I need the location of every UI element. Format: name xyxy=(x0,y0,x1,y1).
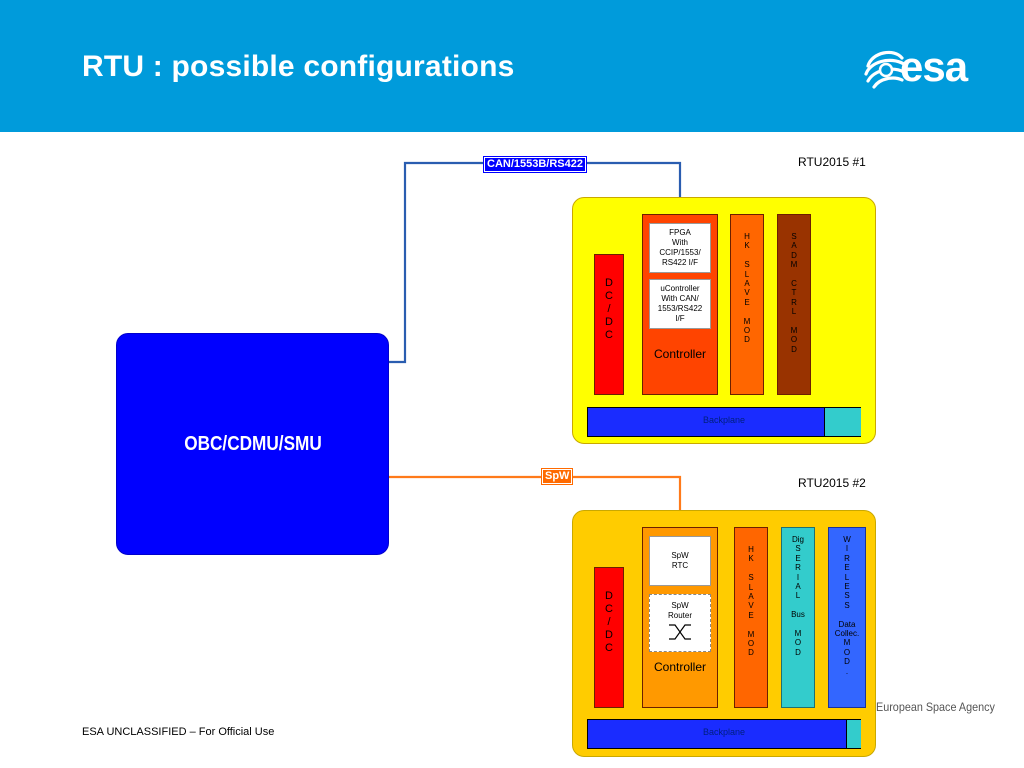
rtu2-controller-label: Controller xyxy=(653,660,707,674)
footer-agency: European Space Agency xyxy=(876,700,995,714)
rtu2-wireless-label: W I R E L E S S Data Collec. M O D . xyxy=(834,535,860,676)
spw-router-line-2: Router xyxy=(667,611,692,620)
rtu2-wireless-module: W I R E L E S S Data Collec. M O D . xyxy=(828,527,866,708)
rtu2-serial-bus-module: Dig S E R I A L Bus M O D xyxy=(781,527,815,708)
rtu1-dcdc-label: D C / D C xyxy=(605,277,613,341)
rtu2-hk-slave-module: H K S L A V E M O D xyxy=(734,527,768,708)
rtu1-backplane: Backplane xyxy=(587,407,861,437)
rtu2-serial-label: Dig S E R I A L Bus M O D xyxy=(791,535,805,657)
fpga-line-4: RS422 I/F xyxy=(661,258,698,267)
ucontroller-line-1: uController xyxy=(660,284,700,293)
ucontroller-line-3: 1553/RS422 xyxy=(657,304,703,313)
spw-rtc-line-2: RTC xyxy=(671,561,689,570)
rtu2-backplane-end xyxy=(846,720,861,748)
rtu2-hk-label: H K S L A V E M O D xyxy=(747,545,755,658)
can-bus-label: CAN/1553B/RS422 xyxy=(483,156,587,173)
spw-router-line-1: SpW xyxy=(671,601,689,610)
fpga-line-2: With xyxy=(672,238,688,247)
fpga-line-3: CCIP/1553/ xyxy=(659,248,701,257)
rtu2-dcdc-module: D C / D C xyxy=(594,567,624,708)
ucontroller-line-2: With CAN/ xyxy=(661,294,699,303)
esa-wordmark: esa xyxy=(900,43,968,90)
rtu2-spw-router-box: SpW Router xyxy=(649,594,711,652)
rtu2-backplane-label: Backplane xyxy=(702,727,746,737)
rtu1-sadm-ctrl-module: S A D M C T R L M O D xyxy=(777,214,811,395)
footer-classification: ESA UNCLASSIFIED – For Official Use xyxy=(82,726,275,738)
spw-rtc-line-1: SpW xyxy=(671,551,689,560)
esa-globe-icon xyxy=(864,50,906,89)
obc-cdmu-smu-block: OBC/CDMU/SMU xyxy=(116,333,389,555)
esa-logo: esa xyxy=(862,42,1002,94)
rtu1-dcdc-module: D C / D C xyxy=(594,254,624,395)
rtu2-controller-module: SpW RTC SpW Router Controller xyxy=(642,527,718,708)
rtu1-hk-slave-module: H K S L A V E M O D xyxy=(730,214,764,395)
rtu1-sadm-label: S A D M C T R L M O D xyxy=(790,232,798,354)
rtu1-backplane-end xyxy=(824,408,861,436)
spw-bus-label: SpW xyxy=(540,468,574,485)
rtu1-ucontroller-box: uController With CAN/ 1553/RS422 I/F xyxy=(649,279,711,329)
rtu2-backplane: Backplane xyxy=(587,719,861,749)
rtu1-title: RTU2015 #1 xyxy=(798,155,866,169)
rtu1-controller-module: FPGA With CCIP/1553/ RS422 I/F uControll… xyxy=(642,214,718,395)
ucontroller-line-4: I/F xyxy=(675,314,685,323)
header-bar: RTU : possible configurations esa xyxy=(0,0,1024,132)
crossbar-switch-icon xyxy=(669,624,691,640)
rtu1-fpga-box: FPGA With CCIP/1553/ RS422 I/F xyxy=(649,223,711,273)
page-title: RTU : possible configurations xyxy=(82,50,515,83)
rtu1-hk-label: H K S L A V E M O D xyxy=(743,232,751,345)
fpga-line-1: FPGA xyxy=(669,228,691,237)
rtu2-title: RTU2015 #2 xyxy=(798,476,866,490)
obc-label: OBC/CDMU/SMU xyxy=(183,432,322,455)
rtu1-controller-label: Controller xyxy=(653,347,707,361)
rtu2-dcdc-label: D C / D C xyxy=(605,590,613,654)
rtu1-backplane-label: Backplane xyxy=(702,415,746,425)
rtu2-spw-rtc-box: SpW RTC xyxy=(649,536,711,586)
